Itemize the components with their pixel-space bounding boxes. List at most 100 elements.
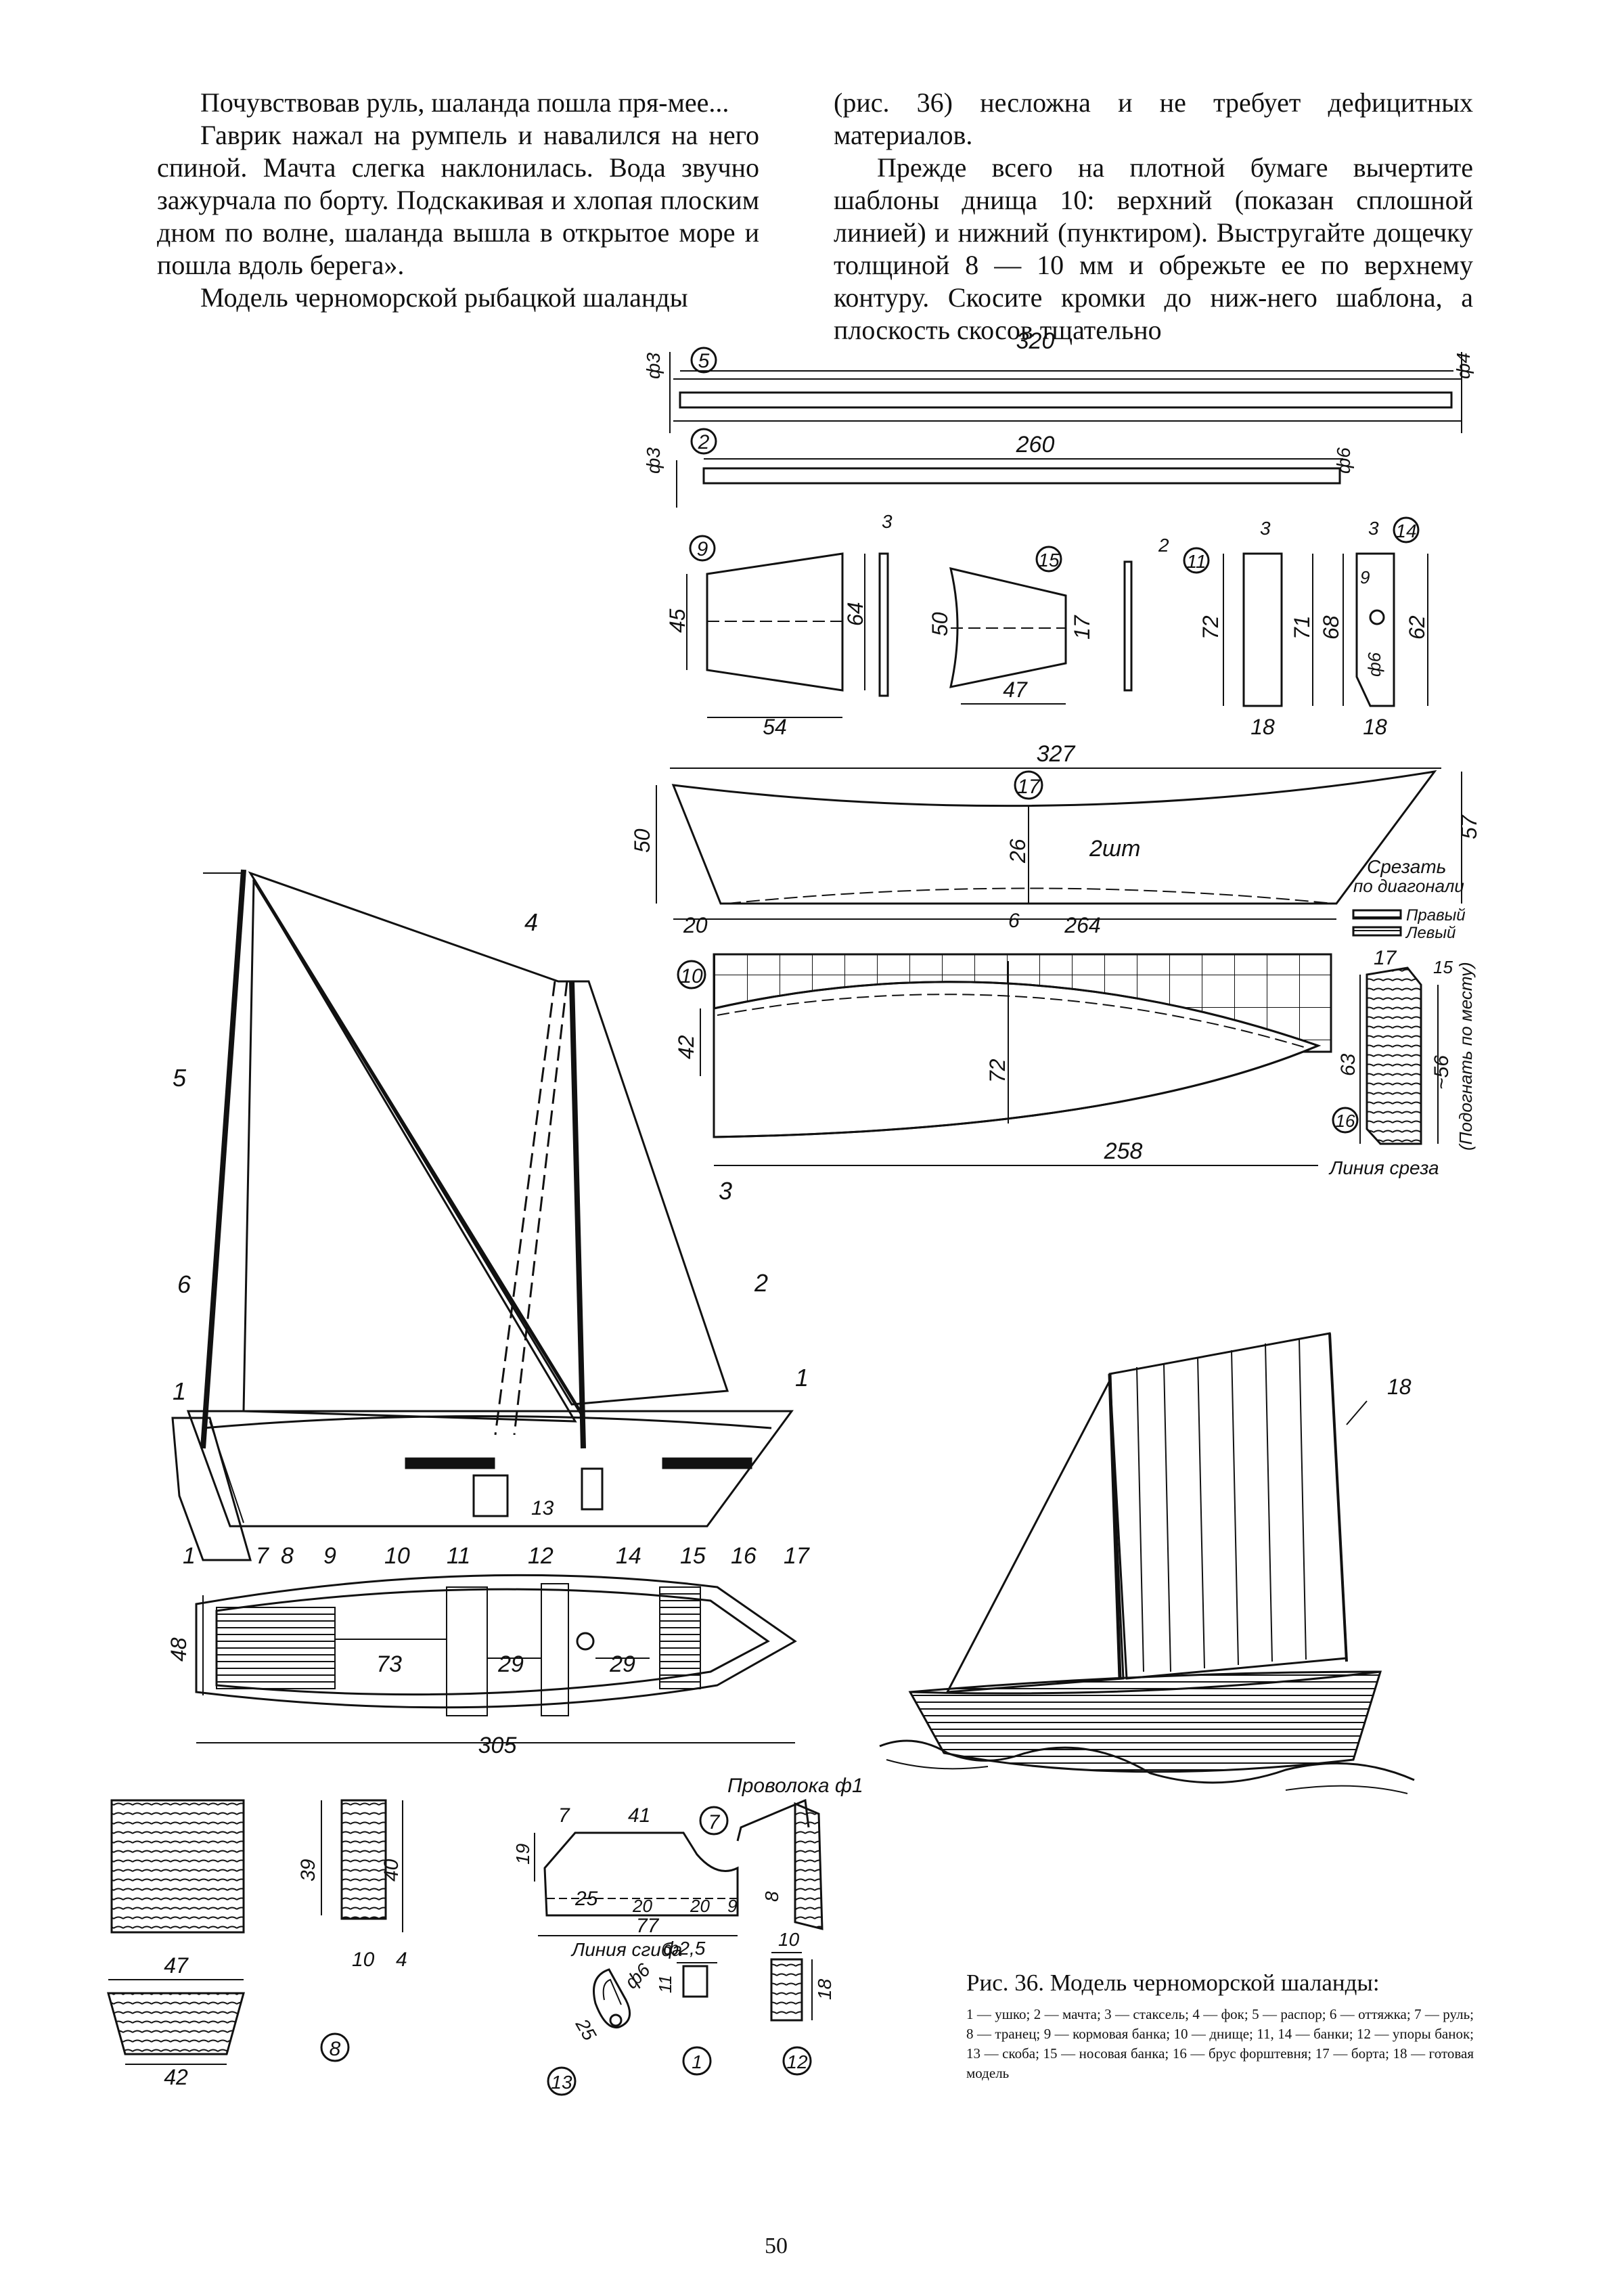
part-15-t: 2 [1158, 535, 1169, 556]
part-17-h1: 50 [630, 828, 654, 853]
part-7-number: 7 [708, 1811, 721, 1833]
part-9-drawing [686, 552, 889, 718]
part-8-number: 8 [330, 2038, 341, 2060]
part-2-d2: ф6 [1333, 447, 1354, 474]
part-7-f: 9 [727, 1896, 737, 1916]
paragraph: Модель черноморской рыбацкой шаланды [200, 282, 688, 313]
part-13-d: ф6 [621, 1959, 654, 1993]
part-9-t: 3 [882, 511, 893, 532]
part-2-drawing [676, 458, 1343, 508]
part-16-note: (Подогнать по месту) [1456, 962, 1476, 1151]
part-16-number: 16 [1336, 1111, 1355, 1131]
part-14-drawing [1343, 552, 1428, 707]
part-17-note1: Срезать [1367, 856, 1446, 877]
part-5-d2: ф4 [1453, 353, 1474, 379]
part-8-drawing [107, 1799, 403, 2065]
part-8-w: 10 [352, 1949, 375, 1971]
part-15-w: 47 [1003, 677, 1028, 702]
part-11-w: 18 [1250, 715, 1275, 739]
part-8-t: 4 [396, 1949, 407, 1971]
label-1: 1 [183, 1543, 196, 1569]
paragraph: Гаврик нажал на румпель и навалился на н… [157, 120, 759, 280]
model-label-18: 18 [1387, 1375, 1412, 1399]
plan-d3: 29 [609, 1651, 635, 1677]
part-5-drawing [669, 352, 1462, 433]
part-1-drawing [677, 1962, 717, 1998]
part-17-len: 327 [1037, 741, 1076, 767]
part-17-bottom: 6 [1008, 910, 1020, 932]
page-number: 50 [765, 2233, 788, 2259]
part-11-drawing [1223, 552, 1313, 707]
part-14-number: 14 [1395, 520, 1416, 541]
part-7-wire: Проволока ф1 [727, 1775, 863, 1797]
part-10-len: 258 [1104, 1138, 1143, 1164]
caption-title: Рис. 36. Модель черноморской шаланды: [966, 1970, 1380, 1996]
part-17-qty: 2шт [1089, 836, 1140, 862]
label-12: 12 [528, 1543, 554, 1569]
part-11-h1: 72 [1198, 615, 1223, 640]
part-9-w: 54 [763, 715, 787, 739]
part-16-drawing [1359, 966, 1439, 1145]
part-13-number: 13 [551, 2072, 572, 2093]
part-17-number: 17 [1017, 776, 1041, 798]
paragraph: Почувствовав руль, шаланда пошла пря-мее… [200, 87, 729, 118]
label-16: 16 [731, 1543, 757, 1569]
part-9-number: 9 [697, 538, 708, 560]
part-1-d: ф2,5 [663, 1938, 706, 1959]
part-7-h: 19 [512, 1844, 533, 1865]
part-7-g: 8 [761, 1891, 782, 1902]
part-7-fold: Линия сгиба [570, 1939, 682, 1960]
part-17-left-side: Левый [1405, 924, 1456, 942]
label-14: 14 [616, 1543, 641, 1569]
side-label-13: 13 [531, 1497, 554, 1519]
label-11: 11 [447, 1543, 470, 1569]
part-12-number: 12 [786, 2051, 808, 2072]
part-16-h1: 63 [1337, 1053, 1359, 1076]
part-13-len: 25 [571, 2015, 600, 2045]
part-15-h2: 17 [1070, 615, 1094, 640]
boat-side-view [171, 869, 794, 1561]
figure-caption: Рис. 36. Модель черноморской шаланды: 1 … [966, 1968, 1474, 2083]
part-7-e: 20 [690, 1896, 710, 1916]
part-13-drawing [593, 1968, 631, 2029]
plan-w: 48 [166, 1637, 191, 1662]
side-label-5: 5 [173, 1064, 187, 1092]
part-14-h1: 68 [1319, 615, 1343, 640]
label-15: 15 [680, 1543, 706, 1569]
part-17-left: 20 [683, 913, 708, 937]
left-text-column: Почувствовав руль, шаланда пошла пря-мее… [157, 87, 759, 314]
part-11-t: 3 [1260, 518, 1271, 539]
part-14-h2: 62 [1405, 615, 1429, 640]
part-7-len: 77 [636, 1915, 660, 1937]
finished-model-illustration [879, 1332, 1415, 1794]
part-7-b: 41 [628, 1804, 650, 1827]
part-14-hole: 9 [1360, 567, 1370, 587]
plan-d1: 73 [376, 1651, 402, 1677]
side-label-1b: 1 [795, 1364, 809, 1392]
side-label-2: 2 [754, 1269, 768, 1297]
part-16-h2: ~56 [1430, 1055, 1453, 1090]
part-8-h1: 39 [297, 1859, 319, 1882]
part-8-top: 47 [164, 1953, 189, 1978]
part-16-cut: Линия среза [1328, 1157, 1439, 1178]
part-8-h2: 40 [380, 1859, 403, 1882]
part-12-w: 10 [778, 1929, 800, 1950]
plan-len: 305 [478, 1733, 517, 1758]
part-14-t: 3 [1368, 518, 1379, 539]
part-5-d1: ф3 [643, 353, 664, 379]
part-12-h: 18 [814, 1978, 835, 2000]
part-17-right-side: Правый [1406, 906, 1466, 925]
part-15-number: 15 [1038, 550, 1060, 571]
label-9: 9 [323, 1543, 336, 1569]
part-11-h2: 71 [1290, 615, 1314, 640]
part-17-drawing [656, 768, 1462, 937]
part-8-bottom: 42 [164, 2065, 188, 2089]
part-5-number: 5 [698, 350, 710, 372]
label-8: 8 [281, 1543, 294, 1569]
part-16-w: 17 [1374, 947, 1397, 969]
part-12-drawing [770, 1952, 813, 2022]
part-10-h2: 72 [985, 1059, 1010, 1083]
part-7-drawing [534, 1798, 824, 1936]
part-2-length: 260 [1016, 432, 1055, 458]
part-16-t: 15 [1433, 957, 1453, 977]
